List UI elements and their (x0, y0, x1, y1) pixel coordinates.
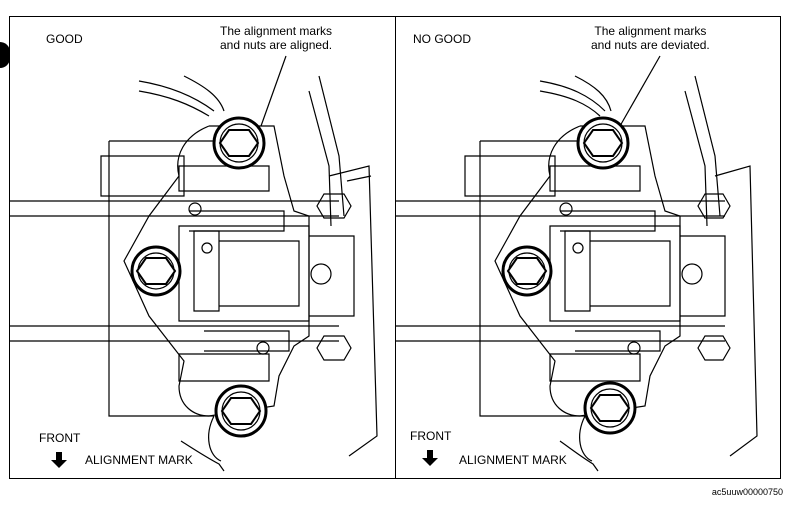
panel-divider (395, 16, 396, 479)
callout-deviated: The alignment marks and nuts are deviate… (591, 24, 710, 52)
callout-line-1: The alignment marks (220, 24, 333, 38)
front-label: FRONT (410, 429, 452, 443)
hex-nut-icon (583, 381, 637, 435)
down-arrow-icon (51, 452, 67, 468)
no-good-panel: NO GOOD The alignment marks and nuts are… (395, 16, 781, 479)
callout-aligned: The alignment marks and nuts are aligned… (220, 24, 332, 52)
callout-line-2: and nuts are aligned. (220, 38, 333, 52)
status-good: GOOD (46, 32, 83, 46)
good-panel: GOOD The alignment marks and nuts are al… (9, 16, 395, 479)
alignment-mark-label: ALIGNMENT MARK (85, 453, 193, 467)
good-engine-mount-drawing (9, 55, 378, 472)
status-no-good: NO GOOD (413, 32, 472, 46)
no-good-engine-mount-drawing (395, 55, 758, 472)
hex-nut-icon (576, 116, 630, 170)
hex-nut-icon (212, 116, 266, 170)
callout-line-2: and nuts are deviated. (591, 38, 710, 52)
page-edge-tab (0, 42, 10, 68)
front-label: FRONT (39, 431, 81, 445)
callout-line-1: The alignment marks (594, 24, 707, 38)
hex-nut-icon (214, 384, 268, 438)
figure-code: ac5uuw00000750 (711, 487, 783, 497)
hex-nut-icon (130, 245, 182, 297)
alignment-mark-label: ALIGNMENT MARK (459, 453, 567, 467)
down-arrow-icon (422, 450, 438, 466)
hex-nut-icon (501, 245, 553, 297)
